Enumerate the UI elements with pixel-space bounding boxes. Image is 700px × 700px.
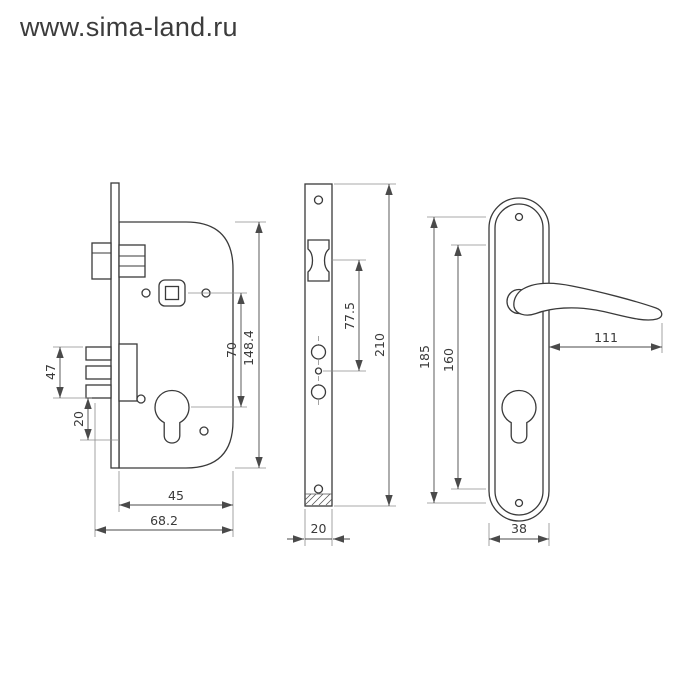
dim-follower-to-cylinder-label: 70 — [224, 342, 239, 358]
dim-handle-plate-width-label: 38 — [511, 521, 527, 536]
handle-plate-outline — [488, 197, 550, 522]
dim-total-depth-label: 68.2 — [150, 513, 178, 528]
lock-case-outline — [118, 221, 234, 469]
latch-bolt — [91, 242, 146, 280]
screw-hole — [313, 484, 324, 494]
screw-hole — [136, 394, 146, 404]
faceplate-dimensions: 77.5 210 20 — [287, 183, 396, 546]
dim-deadbolt-height-label: 47 — [43, 364, 58, 380]
handle-plate-inner-outline — [494, 203, 544, 516]
keyhole — [501, 389, 537, 444]
dim-handle-length-label: 111 — [594, 330, 618, 345]
pin-hole — [314, 367, 323, 375]
handle-plate-dimensions: 185 160 111 38 — [417, 216, 663, 546]
screw-hole — [313, 195, 324, 205]
dim-plate-span-label: 185 — [417, 345, 432, 369]
cylinder-hole — [154, 389, 190, 444]
dim-latch-to-hole-label: 77.5 — [342, 302, 357, 330]
watermark-text: www.sima-land.ru — [20, 12, 238, 42]
faceplate-edge — [110, 182, 120, 469]
lock-body-dimensions: 148.4 70 47 20 45 68.2 — [43, 221, 266, 537]
dim-inner-span-label: 160 — [441, 348, 456, 372]
hatch-band — [304, 493, 333, 506]
deadbolt — [85, 343, 138, 402]
dim-plate-length-label: 210 — [372, 333, 387, 357]
screw-hole — [199, 426, 209, 436]
spindle-follower — [141, 279, 211, 307]
bolt-hole — [310, 384, 327, 400]
dim-case-depth-label: 45 — [168, 488, 184, 503]
bolt-hole — [310, 344, 327, 360]
screw-hole — [514, 212, 524, 222]
handle-plate-view — [488, 197, 663, 522]
dim-deadbolt-to-cylinder-label: 20 — [71, 411, 86, 427]
lock-body-view — [85, 182, 234, 469]
faceplate-front-view — [304, 183, 333, 507]
latch-cutout — [307, 239, 330, 282]
handle-lever — [513, 282, 663, 321]
screw-hole — [141, 288, 151, 298]
screw-hole — [514, 498, 524, 508]
dim-total-height-label: 148.4 — [241, 330, 256, 366]
dim-plate-width-label: 20 — [311, 521, 327, 536]
